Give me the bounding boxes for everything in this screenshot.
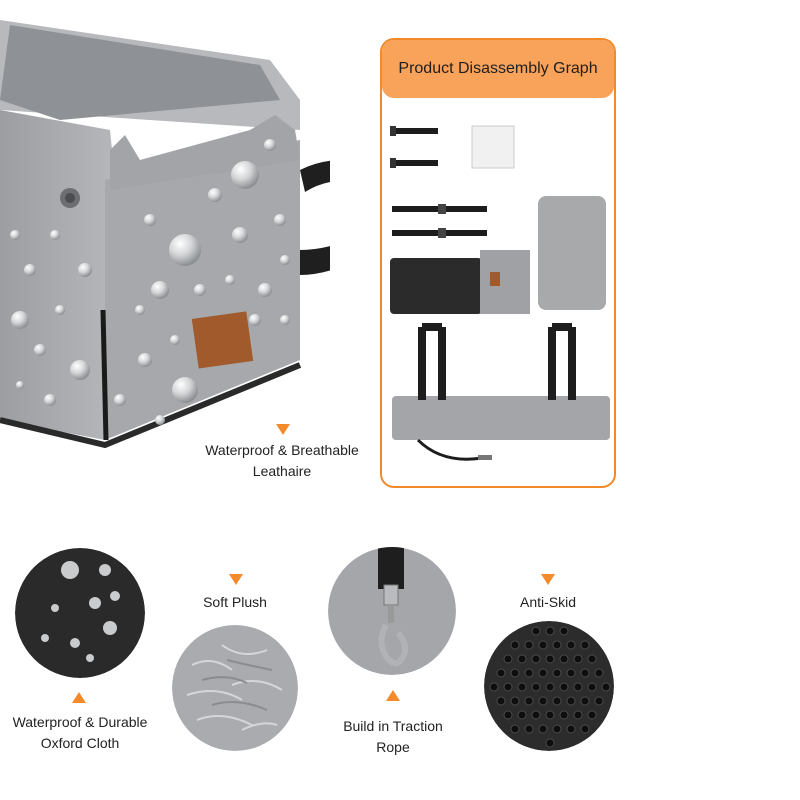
feature-2-line1: Soft Plush <box>203 594 267 610</box>
main-feature-label: Waterproof & Breathable Leathaire <box>190 440 374 482</box>
arrow-down-icon <box>229 574 243 585</box>
arrow-down-icon <box>541 574 555 585</box>
feature-4-line1: Anti-Skid <box>519 594 577 610</box>
traction-rope-hook-icon <box>328 547 456 675</box>
disassembly-panel: Product Disassembly Graph <box>380 38 616 488</box>
product-photo <box>0 20 330 449</box>
main-feature-line1: Waterproof & Breathable <box>205 442 359 458</box>
feature-3-line1: Build in Traction <box>343 718 443 734</box>
feature-1-line2: Oxford Cloth <box>40 735 120 751</box>
anti-skid-dots-icon <box>484 621 614 751</box>
arrow-up-icon <box>72 692 86 703</box>
feature-4-label: Anti-Skid <box>490 592 606 613</box>
arrow-down-icon <box>276 424 290 435</box>
feature-1-line1: Waterproof & Durable <box>12 714 148 730</box>
panel-header: Product Disassembly Graph <box>382 40 614 98</box>
plush-closeup-icon <box>172 625 298 751</box>
feature-2-label: Soft Plush <box>170 592 300 613</box>
feature-3-line2: Rope <box>376 739 410 755</box>
feature-3-label: Build in Traction Rope <box>320 716 466 758</box>
parts-illustration <box>390 125 610 461</box>
arrow-up-icon <box>386 690 400 701</box>
main-feature-line2: Leathaire <box>252 463 312 479</box>
panel-title: Product Disassembly Graph <box>398 60 598 77</box>
oxford-cloth-closeup-icon <box>15 548 145 678</box>
feature-1-label: Waterproof & Durable Oxford Cloth <box>0 712 160 754</box>
